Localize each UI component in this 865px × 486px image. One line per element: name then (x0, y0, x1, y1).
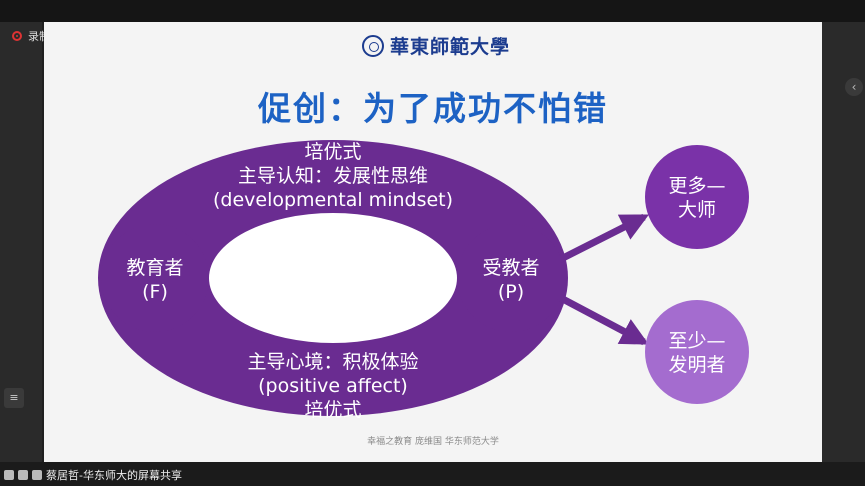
user-icon (4, 470, 14, 480)
learner-label: 受教者 (482, 257, 539, 279)
outcome-masters (645, 145, 749, 249)
outcome-inventors (645, 300, 749, 404)
ring-bottom-line-3: 培优式 (304, 399, 361, 421)
logo-text: 華東師範大學 (390, 36, 511, 58)
side-panel-toggle-icon[interactable]: ‹ (845, 78, 863, 96)
ring-top-line-3: (developmental mindset) (213, 189, 453, 211)
educator-code: (F) (142, 281, 168, 303)
right-panel (822, 22, 865, 462)
slide-footer: 幸福之教育 庞维国 华东师范大学 (367, 437, 499, 447)
ring-top-line-2: 主导认知：发展性思维 (238, 165, 428, 187)
top-bar (0, 0, 865, 22)
ring-top-line-1: 培优式 (304, 141, 361, 163)
outcome-masters-line-1: 更多— (668, 175, 725, 197)
microphone-icon (32, 470, 42, 480)
outcome-masters-line-2: 大师 (678, 199, 716, 221)
arrow-to-masters (557, 213, 649, 264)
university-logo: 華東師範大學 (362, 32, 510, 59)
inner-hole (209, 213, 457, 343)
educator-label: 教育者 (126, 257, 183, 279)
concept-diagram: 培优式 主导认知：发展性思维 (developmental mindset) 主… (98, 140, 749, 421)
outcome-inventors-line-2: 发明者 (668, 354, 725, 376)
learner-node (457, 224, 565, 332)
learner-code: (P) (498, 281, 524, 303)
ring-bottom-line-1: 主导心境：积极体验 (247, 351, 418, 373)
screen-share-status: 蔡居哲-华东师大的屏幕共享 (4, 467, 182, 483)
university-seal-icon (362, 34, 384, 57)
ring-bottom-line-2: (positive affect) (258, 375, 408, 397)
share-label: 蔡居哲-华东师大的屏幕共享 (46, 469, 182, 482)
screen-icon (18, 470, 28, 480)
arrow-to-inventors (557, 293, 649, 346)
shared-slide: 華東師範大學 促创：为了成功不怕错 培优式 主导认知：发展性思维 (develo… (44, 22, 822, 462)
slide-title: 促创：为了成功不怕错 (258, 89, 608, 128)
list-menu-icon[interactable]: ≡ (4, 388, 24, 408)
educator-node (101, 224, 209, 332)
outcome-inventors-line-1: 至少— (668, 330, 725, 352)
record-icon (12, 31, 22, 41)
bottom-bar (0, 462, 865, 486)
